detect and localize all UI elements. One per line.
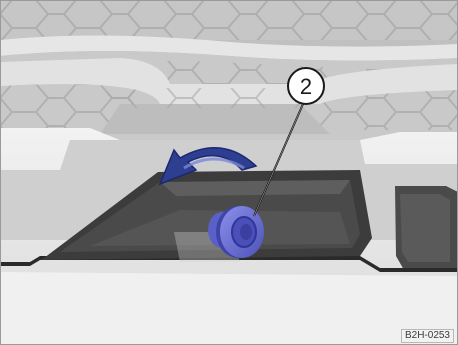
upper-grille bbox=[0, 0, 458, 61]
middle-grille bbox=[0, 51, 458, 140]
figure-id-label: B2H-0253 bbox=[401, 329, 454, 343]
callout-number: 2 bbox=[300, 74, 312, 99]
callout-marker: 2 bbox=[288, 68, 324, 104]
